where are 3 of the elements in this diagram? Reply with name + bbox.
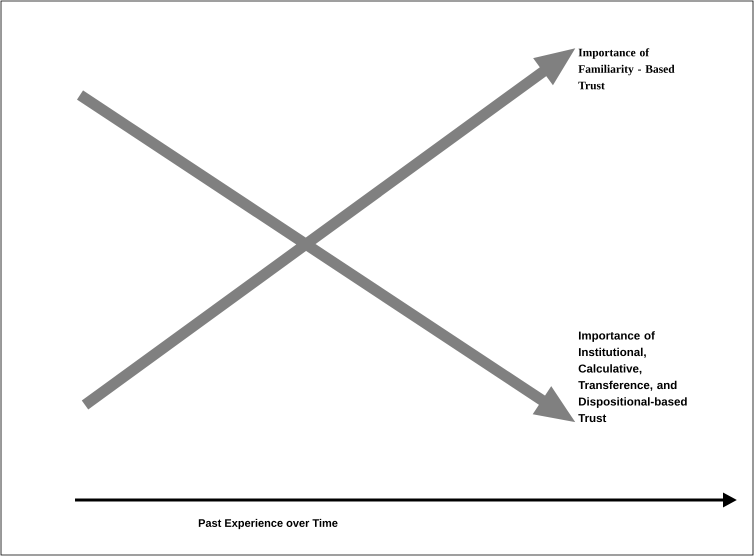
trust-label: Importance of Familiarity - Based Trust — [578, 48, 675, 90]
trust-label: Importance of Institutional, Calculative, Transference, and Dispositional-based Trust — [578, 331, 687, 422]
axis-label: Past Experience over Time — [198, 518, 338, 530]
